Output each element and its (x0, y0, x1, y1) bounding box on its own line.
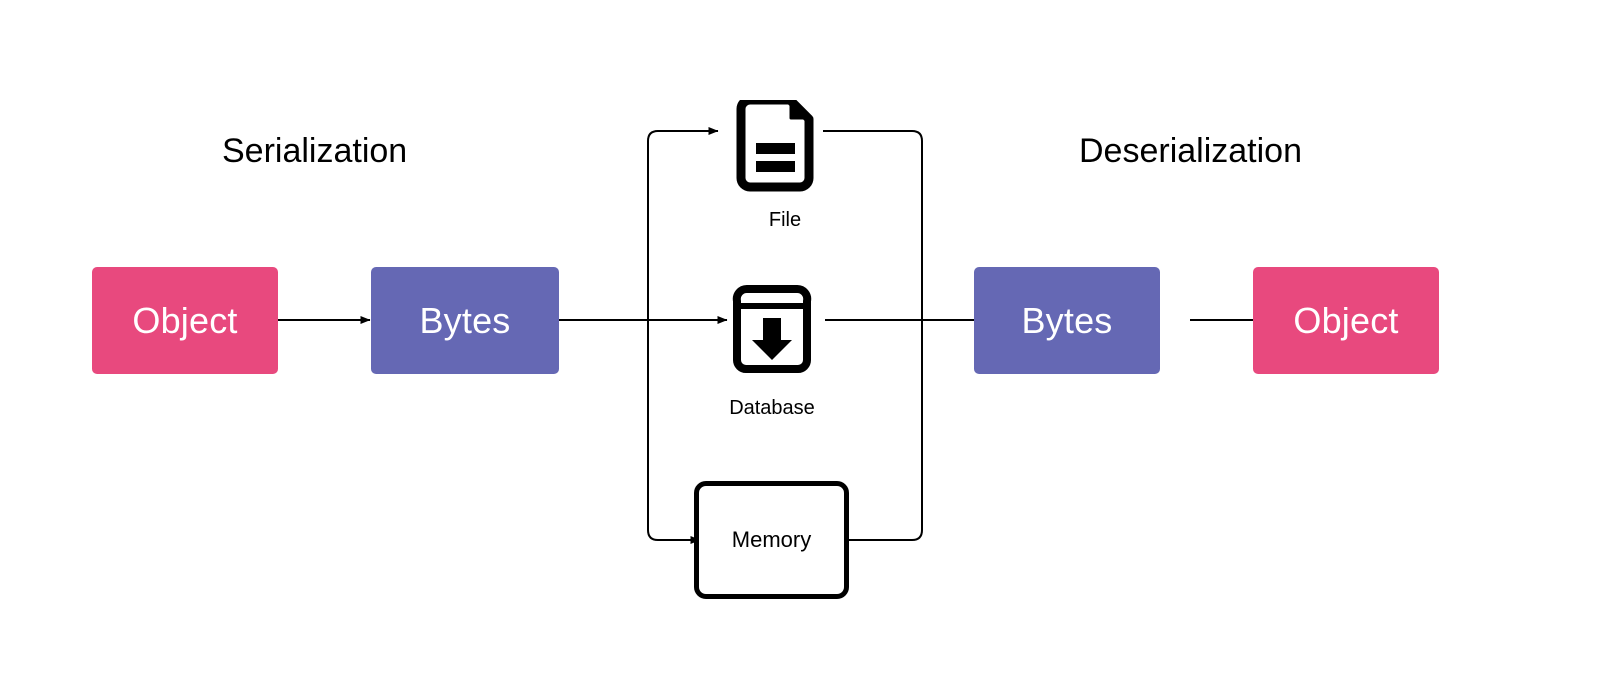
database-node[interactable] (729, 282, 815, 378)
merge-trunk-right (823, 130, 986, 541)
node-object-left[interactable]: Object (92, 267, 278, 374)
database-archive-download-icon (732, 285, 812, 373)
section-title-serialization: Serialization (222, 132, 408, 170)
database-caption: Database (729, 397, 815, 419)
node-bytes-left-label: Bytes (419, 299, 511, 341)
memory-label: Memory (731, 527, 812, 552)
node-bytes-left[interactable]: Bytes (371, 267, 559, 374)
file-document-icon (736, 95, 814, 192)
node-bytes-right[interactable]: Bytes (974, 267, 1160, 374)
node-object-left-label: Object (132, 299, 238, 341)
section-title-deserialization: Deserialization (1079, 132, 1302, 170)
node-bytes-right-label: Bytes (1021, 299, 1113, 341)
memory-node[interactable]: Memory (694, 481, 849, 599)
file-node[interactable] (732, 95, 818, 196)
node-object-right-label: Object (1293, 299, 1399, 341)
branch-trunk-left (647, 127, 728, 544)
node-object-right[interactable]: Object (1253, 267, 1439, 374)
file-caption: File (768, 209, 802, 231)
